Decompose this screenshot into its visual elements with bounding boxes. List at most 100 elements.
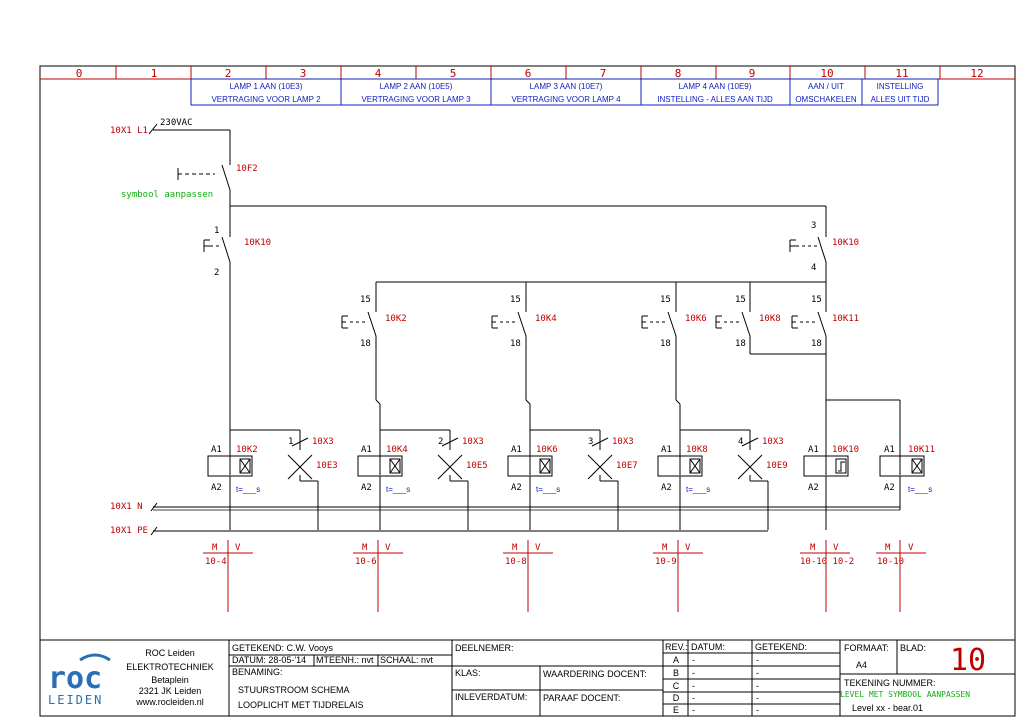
rev-row: - — [692, 681, 695, 691]
drawing-subtitle: LOOPLICHT MET TIJDRELAIS — [238, 700, 364, 710]
column-strip: 0 1 2 3 4 5 6 7 8 9 10 11 12 — [40, 66, 1015, 80]
k10-terminal: 2 — [214, 268, 219, 278]
lamp-number: 4 — [738, 437, 743, 447]
company-dept: ELEKTROTECHNIEK — [126, 662, 214, 672]
coil-k4 — [357, 455, 403, 530]
rev-row: A — [673, 655, 679, 665]
drawing-frame — [39, 65, 1016, 717]
coil-a1: A1 — [511, 445, 522, 455]
contact-terminal: 15 — [510, 295, 521, 305]
rev-row: B — [673, 668, 679, 678]
ref-v: V — [833, 543, 839, 553]
coil-timer: t=___s — [236, 485, 260, 494]
website: www.rocleiden.nl — [135, 697, 204, 707]
rev-row: - — [756, 705, 759, 715]
header-line: AAN / UIT — [808, 82, 844, 91]
ref-value: 10-6 — [355, 557, 377, 567]
getekend-field: GETEKEND: C.W. Vooys — [232, 643, 334, 653]
k10-terminal: 4 — [811, 263, 816, 273]
coil-a2: A2 — [808, 483, 819, 493]
column-number: 4 — [375, 67, 382, 80]
ref-v: V — [908, 543, 914, 553]
ref-m: M — [212, 543, 218, 553]
header-line: VERTRAGING VOOR LAMP 3 — [361, 95, 471, 104]
coil-label: 10K4 — [386, 445, 408, 455]
ref-value: 10-10 — [877, 557, 904, 567]
rev-row: - — [756, 681, 759, 691]
contact-k8 — [715, 282, 826, 355]
contact-label: 10K4 — [535, 314, 557, 324]
header-line: VERTRAGING VOOR LAMP 2 — [211, 95, 321, 104]
coil-label: 10K11 — [908, 445, 935, 455]
lamp-label: 10E7 — [616, 461, 638, 471]
rev-row: - — [692, 655, 695, 665]
ref-v: V — [385, 543, 391, 553]
datum-field: DATUM: 28-05-'14 — [232, 655, 306, 665]
formaat-label: FORMAAT: — [844, 643, 889, 653]
rev-header: REV.: — [665, 642, 688, 652]
contact-terminal: 15 — [811, 295, 822, 305]
tekening-number: Level xx - bear.01 — [852, 703, 923, 713]
coil-a1: A1 — [884, 445, 895, 455]
blad-label: BLAD: — [900, 643, 926, 653]
benaming-label: BENAMING: — [232, 667, 283, 677]
title-block — [40, 639, 1015, 716]
ref-v: V — [235, 543, 241, 553]
lamp-terminal: 10X3 — [312, 437, 334, 447]
tekening-label: TEKENING NUMMER: — [844, 678, 936, 688]
coil-timer: t=___s — [536, 485, 560, 494]
column-number: 7 — [600, 67, 607, 80]
f2-note: symbool aanpassen — [121, 190, 213, 200]
lamp-label: 10E9 — [766, 461, 788, 471]
column-number: 12 — [970, 67, 983, 80]
rev-row: E — [673, 705, 679, 715]
coil-a2: A2 — [884, 483, 895, 493]
getekend-header: GETEKEND: — [755, 642, 807, 652]
lamp-number: 1 — [288, 437, 293, 447]
coil-k2 — [207, 455, 253, 530]
header-line: OMSCHAKELEN — [795, 95, 857, 104]
header-line: VERTRAGING VOOR LAMP 4 — [511, 95, 621, 104]
rev-row: C — [673, 681, 680, 691]
k10-terminal: 3 — [811, 221, 816, 231]
coil-label: 10K10 — [832, 445, 859, 455]
rev-row: D — [673, 693, 680, 703]
contact-terminal: 18 — [811, 339, 822, 349]
contact-label: 10K2 — [385, 314, 407, 324]
coil-a1: A1 — [661, 445, 672, 455]
column-number: 9 — [749, 67, 756, 80]
f2-label: 10F2 — [236, 164, 258, 174]
company-name: ROC Leiden — [145, 648, 195, 658]
klas-field: KLAS: — [455, 668, 481, 678]
ref-v: V — [685, 543, 691, 553]
roc-logo: roc LEIDEN — [48, 653, 111, 707]
cross-references — [203, 540, 926, 612]
ref-value: 10-10 10-2 — [800, 557, 854, 567]
coil-k10 — [803, 455, 849, 530]
contact-k2 — [341, 282, 381, 475]
header-line: LAMP 3 AAN (10E7) — [530, 82, 603, 91]
lamp-terminal: 10X3 — [462, 437, 484, 447]
blad-value: 10 — [950, 643, 986, 678]
logo-swoosh-icon — [79, 653, 111, 662]
tekening-note: LEVEL MET SYMBOOL AANPASSEN — [840, 690, 970, 699]
pe-rail — [150, 526, 768, 536]
lamp-label: 10E3 — [316, 461, 338, 471]
inleverdatum-field: INLEVERDATUM: — [455, 692, 527, 702]
header-line: LAMP 1 AAN (10E3) — [230, 82, 303, 91]
coil-timer: t=___s — [386, 485, 410, 494]
contact-label: 10K8 — [759, 314, 781, 324]
k10-label: 10K10 — [832, 238, 859, 248]
paraaf-field: PARAAF DOCENT: — [543, 693, 620, 703]
ref-m: M — [512, 543, 518, 553]
coil-timer: t=___s — [686, 485, 710, 494]
ref-value: 10-9 — [655, 557, 677, 567]
coil-a2: A2 — [211, 483, 222, 493]
lamp-e3 — [287, 437, 319, 530]
column-number: 3 — [300, 67, 307, 80]
ref-m: M — [810, 543, 816, 553]
ref-m: M — [362, 543, 368, 553]
column-number: 8 — [675, 67, 682, 80]
lamp-e5 — [437, 437, 469, 530]
coil-a2: A2 — [511, 483, 522, 493]
